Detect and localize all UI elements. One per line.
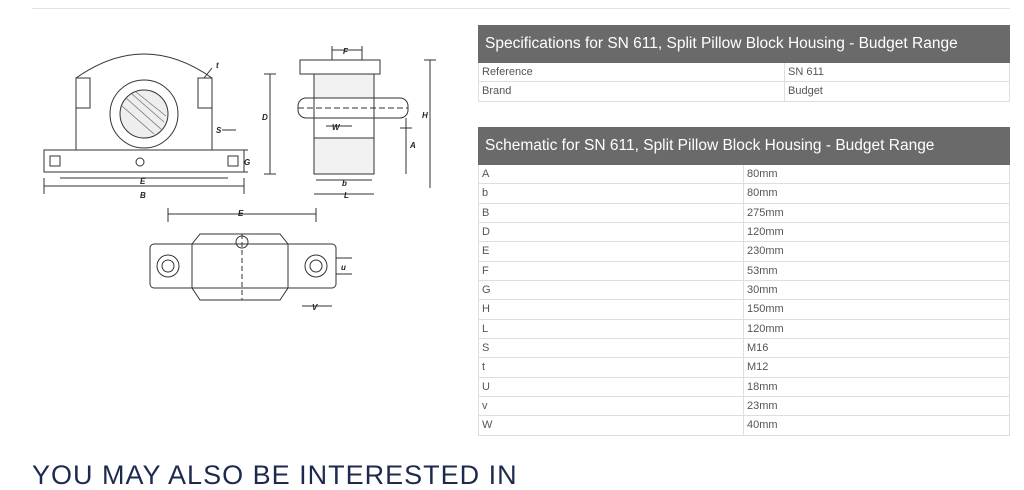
dim-label-t: t [216, 61, 219, 70]
schematic-drawing: t S G E B D F W H A b L E u V [36, 38, 446, 318]
pillow-block-schematic: t S G E B D F W H A b L E u V [43, 46, 436, 312]
dimension-value: 80mm [747, 187, 778, 200]
table-row: Reference SN 611 [478, 63, 1010, 83]
dimension-value: 120mm [747, 226, 784, 239]
spec-value: SN 611 [788, 66, 824, 78]
top-divider [32, 8, 1010, 9]
dimension-value: 150mm [747, 303, 784, 316]
dim-label-e-front: E [140, 177, 146, 186]
schematic-title: Schematic for SN 611, Split Pillow Block… [478, 127, 1010, 165]
dimension-label: A [479, 165, 744, 184]
dimension-value: M16 [747, 342, 769, 355]
spec-label: Brand [479, 82, 785, 101]
dim-label-d: D [262, 113, 268, 122]
dimension-label: E [479, 242, 744, 261]
dim-label-g: G [244, 158, 250, 167]
dimension-label: B [479, 203, 744, 223]
dim-label-a: A [409, 141, 416, 150]
specifications-table: Specifications for SN 611, Split Pillow … [478, 25, 1010, 102]
dimension-value: 23mm [747, 400, 778, 413]
dimension-value: 230mm [747, 245, 784, 258]
dimension-value: 80mm [747, 168, 778, 180]
dimension-value: 120mm [747, 322, 784, 335]
dimension-label: D [479, 223, 744, 242]
dim-label-v: V [312, 303, 318, 312]
table-row: Brand Budget [478, 82, 1010, 102]
spec-value: Budget [788, 85, 823, 98]
schematic-table: Schematic for SN 611, Split Pillow Block… [478, 127, 1010, 436]
dimension-value: 275mm [747, 206, 784, 219]
dimension-label: U [479, 377, 744, 397]
dim-label-s: S [216, 126, 222, 135]
related-products-heading: YOU MAY ALSO BE INTERESTED IN [32, 460, 518, 490]
spec-label: Reference [479, 63, 785, 82]
dimension-label: b [479, 184, 744, 203]
dim-label-l: L [344, 191, 349, 200]
dimension-value: 18mm [747, 380, 778, 393]
dimension-label: S [479, 339, 744, 358]
dim-label-e-plan: E [238, 209, 244, 218]
dim-label-h: H [422, 111, 428, 120]
dimension-label: W [479, 416, 744, 435]
dim-label-w: W [332, 123, 341, 132]
dimension-value: 53mm [747, 264, 778, 277]
dimension-value: 40mm [747, 419, 778, 432]
dimension-label: G [479, 281, 744, 300]
dimension-label: v [479, 397, 744, 416]
dimension-value: 30mm [747, 284, 778, 297]
dim-label-b-side: b [342, 179, 347, 188]
dimension-label: t [479, 358, 744, 377]
specifications-title: Specifications for SN 611, Split Pillow … [478, 25, 1010, 63]
dimension-label: L [479, 319, 744, 339]
dim-label-f: F [343, 47, 349, 56]
dim-label-u: u [341, 263, 346, 272]
dimension-value: M12 [747, 361, 769, 374]
dim-label-b-front: B [140, 191, 146, 200]
dimension-label: H [479, 300, 744, 319]
dimension-label: F [479, 261, 744, 281]
